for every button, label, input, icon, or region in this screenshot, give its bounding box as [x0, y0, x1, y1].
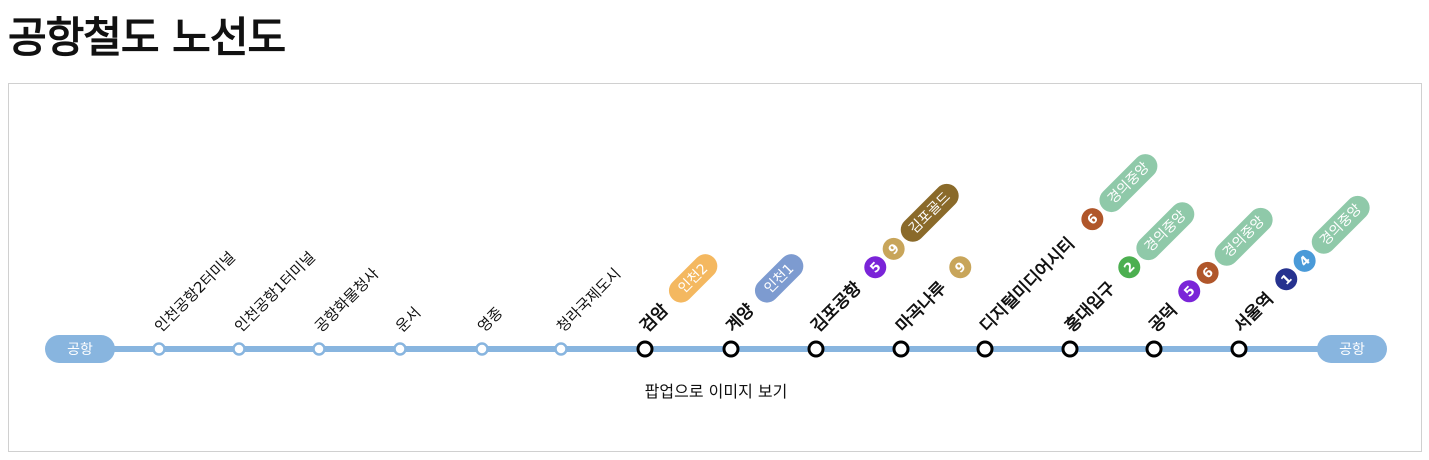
station-label: 서울역 — [1230, 289, 1277, 336]
station-label: 영종 — [474, 304, 506, 336]
station-node-major — [1145, 340, 1163, 358]
station-label: 마곡나루 — [892, 278, 951, 337]
station-label-group: 공항화물청사 — [311, 264, 382, 335]
transfer-line-5-badge — [1178, 280, 1201, 303]
station-node — [393, 342, 407, 356]
station-label-group: 청라국제도시 — [553, 265, 624, 336]
transfer-line-9-badge — [949, 256, 972, 279]
station-node-major — [807, 340, 825, 358]
station-label-group: 운서 — [392, 304, 424, 336]
station-node-major — [636, 340, 654, 358]
terminal-right-label: 공항 — [1339, 342, 1365, 358]
transfer-pill-badge — [1214, 207, 1273, 266]
terminal-left[interactable]: 공항 — [45, 335, 115, 363]
station-label-group: 인천공항1터미널 — [231, 248, 319, 336]
station-1[interactable]: 인천공항2터미널 — [151, 248, 239, 356]
page-title: 공항철도 노선도 — [8, 13, 286, 62]
terminal-left-label: 공항 — [67, 342, 93, 358]
station-node-major — [1061, 340, 1079, 358]
station-6[interactable]: 청라국제도시 — [553, 265, 624, 356]
station-node-major — [1230, 340, 1248, 358]
line-track — [99, 346, 1329, 352]
station-label: 홍대입구 — [1061, 277, 1120, 336]
transfer-pill-badge — [1099, 154, 1158, 213]
terminal-right[interactable]: 공항 — [1317, 335, 1387, 363]
station-label-group: 영종 — [474, 304, 506, 336]
station-node-major — [976, 340, 994, 358]
station-label: 인천공항1터미널 — [231, 248, 319, 336]
station-node — [554, 342, 568, 356]
station-node — [152, 342, 166, 356]
transfer-line-5-badge — [864, 256, 887, 279]
station-3[interactable]: 공항화물청사 — [311, 264, 383, 356]
station-node — [475, 342, 489, 356]
station-node — [312, 342, 326, 356]
station-label: 인천공항2터미널 — [151, 248, 239, 336]
station-node-major — [722, 340, 740, 358]
transfer-pill-badge — [1136, 202, 1195, 261]
transfer-pill-badge — [1311, 195, 1370, 254]
station-node-major — [892, 340, 910, 358]
transfer-pill-badge — [754, 254, 804, 303]
station-label: 공덕 — [1145, 300, 1181, 336]
transfer-line-1-badge — [1275, 268, 1298, 291]
station-label: 계양 — [722, 300, 759, 337]
transfer-line-6-badge — [1196, 261, 1219, 284]
transfer-line-9-badge — [882, 237, 905, 260]
station-label: 검암 — [636, 300, 673, 337]
transfer-pill-badge — [668, 254, 718, 303]
station-label: 운서 — [392, 304, 424, 336]
transfer-pill-badge — [900, 183, 959, 242]
transfer-line-2-badge — [1118, 256, 1141, 279]
station-label: 공항화물청사 — [311, 264, 382, 335]
station-label-group: 인천공항2터미널 — [151, 248, 239, 336]
station-label: 청라국제도시 — [553, 265, 624, 336]
transfer-line-6-badge — [1081, 208, 1104, 231]
popup-image-link[interactable]: 팝업으로 이미지 보기 — [644, 382, 788, 401]
station-2[interactable]: 인천공항1터미널 — [231, 248, 319, 356]
transfer-line-4-badge — [1293, 249, 1316, 272]
station-label: 김포공항 — [807, 277, 866, 336]
station-node — [232, 342, 246, 356]
